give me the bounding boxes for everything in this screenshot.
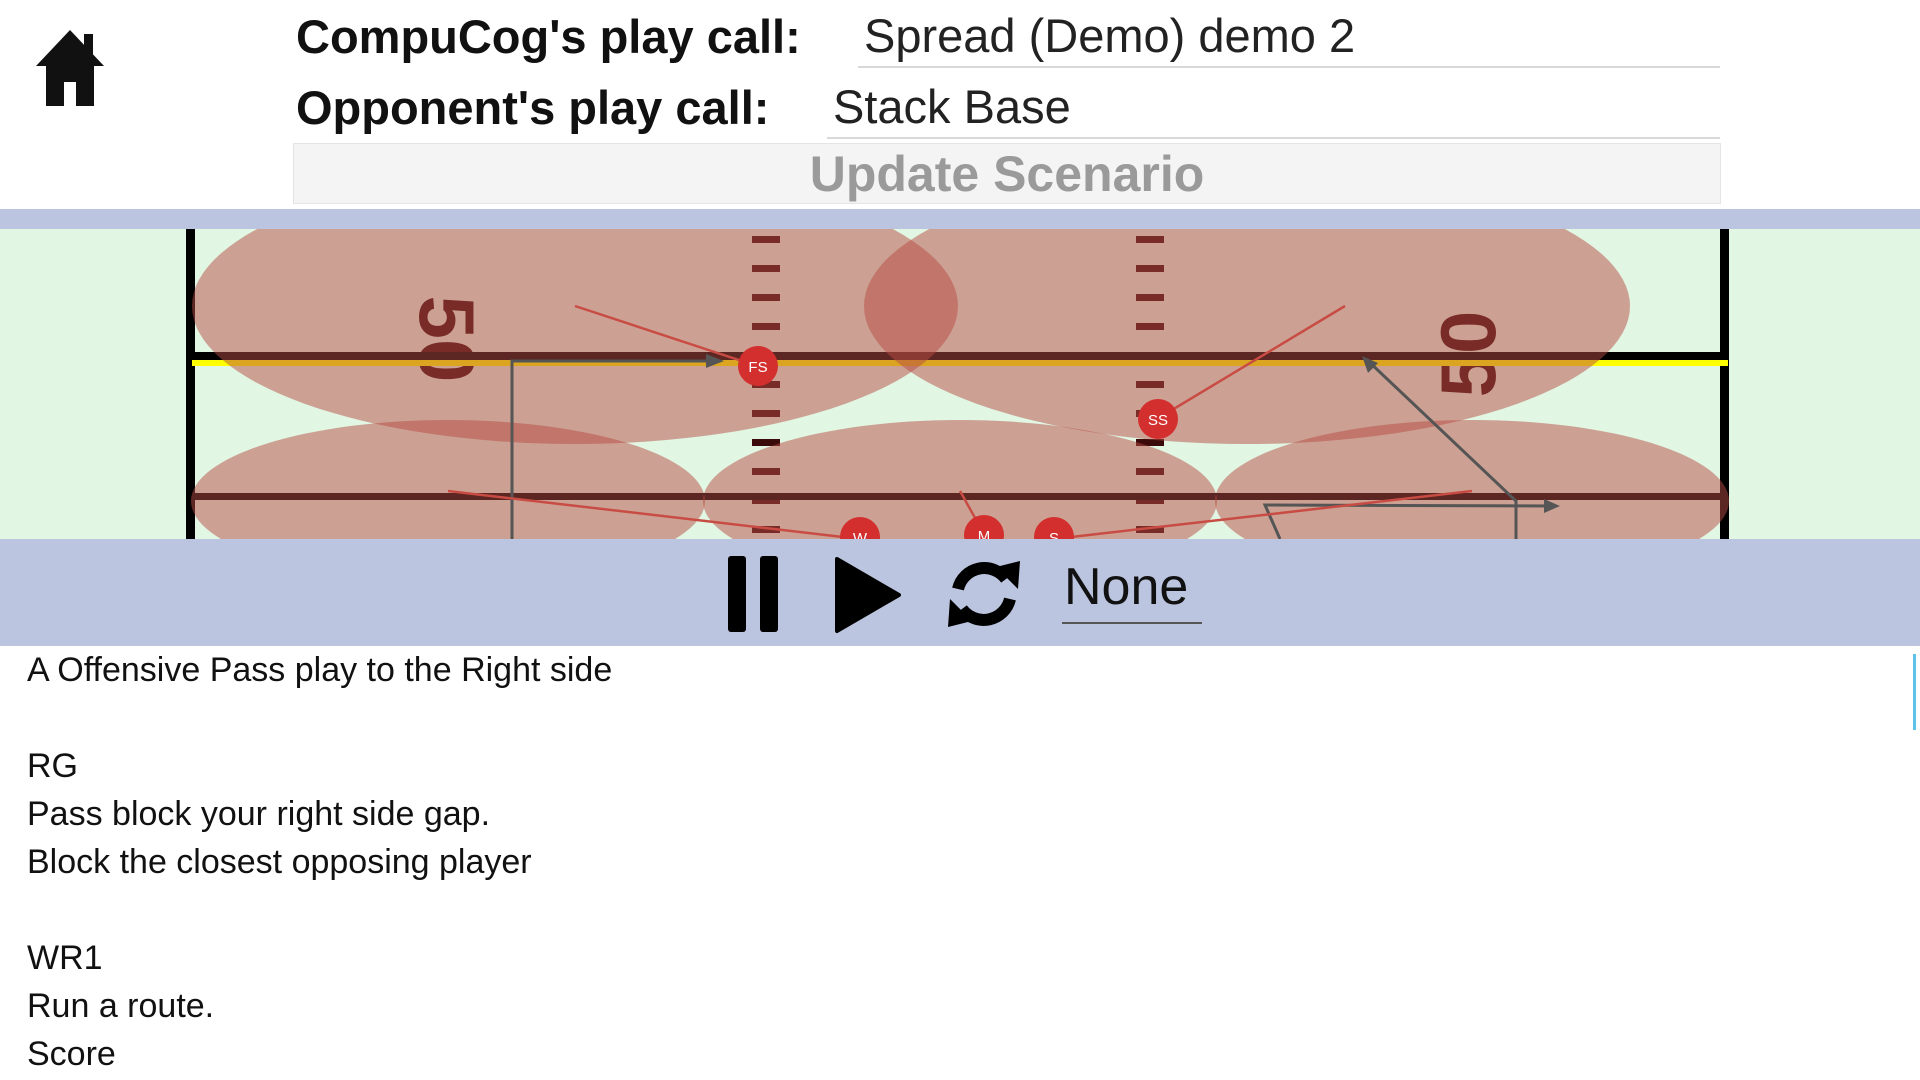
player-label: FS [748,359,767,376]
top-divider-band [0,209,1920,229]
play-field[interactable]: 50 50 [0,229,1920,539]
refresh-icon [948,561,1020,627]
coverage-zones [191,229,1729,539]
field-canvas[interactable]: 50 50 [0,229,1920,539]
description-line: Score [27,1035,116,1073]
description-line [27,886,612,934]
left-sideline [186,229,195,539]
description-line: WR1 [27,939,103,977]
playback-controls: None [0,539,1920,646]
description-line: RG [27,747,78,785]
opponent-call-label: Opponent's play call: [296,80,770,134]
pause-button[interactable] [726,556,782,632]
play-description-panel: A Offensive Pass play to the Right side … [0,646,1920,1080]
zone-flat-right [1215,420,1729,539]
player-w[interactable]: W [840,517,880,539]
play-icon [835,557,901,633]
player-label: S [1049,530,1059,539]
home-button[interactable] [34,26,106,110]
restart-button[interactable] [944,555,1024,633]
zone-deep-right [864,229,1630,444]
description-line: Pass block your right side gap. [27,795,491,833]
player-label: M [978,528,991,539]
opponent-call-select[interactable]: Stack Base [827,75,1720,139]
description-line: Run a route. [27,987,215,1025]
player-ss[interactable]: SS [1138,399,1178,439]
zone-hook-middle [703,420,1217,539]
update-scenario-button[interactable]: Update Scenario [293,143,1721,204]
play-description: A Offensive Pass play to the Right side … [27,646,612,1078]
route-arrowheads [706,354,1560,513]
right-sideline [1720,229,1729,539]
compucog-call-select[interactable]: Spread (Demo) demo 2 [858,4,1720,68]
player-s[interactable]: S [1034,517,1074,539]
description-line: Block the closest opposing player [27,843,532,881]
home-icon [36,30,104,106]
pause-icon [728,556,778,632]
opponent-call-row: Opponent's play call: [296,75,769,139]
player-label: SS [1148,412,1168,429]
compucog-call-label: CompuCog's play call: [296,9,801,63]
defense-assignments [447,304,1473,539]
description-scrollbar[interactable] [1913,654,1916,730]
offense-routes [510,357,1556,539]
compucog-call-row: CompuCog's play call: [296,4,801,68]
description-line [27,694,612,742]
player-label: W [853,530,868,539]
play-button[interactable] [834,556,902,634]
player-fs[interactable]: FS [738,346,778,386]
zone-deep-left [192,229,958,444]
speed-select[interactable]: None [1062,554,1202,624]
player-m[interactable]: M [964,515,1004,539]
description-line: A Offensive Pass play to the Right side [27,651,613,689]
zone-flat-left [191,420,705,539]
